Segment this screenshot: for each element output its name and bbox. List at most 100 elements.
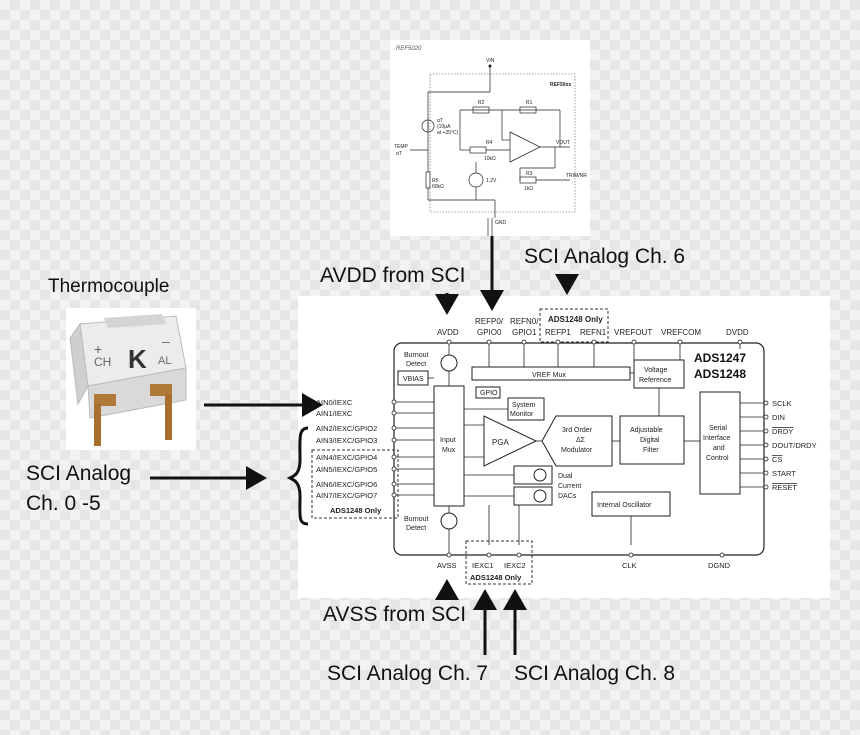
thermocouple-label: Thermocouple [48,276,170,297]
ref-temp-label: TEMP [394,144,409,150]
thermo-minus-marking: – [162,333,170,349]
serial-line3: and [713,445,725,452]
avss-from-sci-label: AVSS from SCI [323,603,467,626]
pin-refn0-a: REFN0/ [510,317,539,326]
vref-mux-block: VREF Mux [532,372,566,379]
ch0-5-bracket [286,426,309,526]
pin-cs: CS [772,455,782,464]
pin-avss: AVSS [437,561,456,570]
pin-clk: CLK [622,561,637,570]
ref-r5-value: 60kΩ [432,184,444,190]
ref-r2-label: R2 [478,100,485,106]
ref-gnd-label: GND [495,220,507,226]
pin-avdd: AVDD [437,328,459,337]
pin-vrefcom: VREFCOM [661,328,701,337]
ref-vin-label: VIN [486,58,495,64]
dac-line3: DACs [558,493,577,500]
filter-line1: Adjustable [630,427,663,434]
ref-block-label: REF50xx [550,82,571,88]
dac-line2: Current [558,483,581,490]
pin-top-ads1248-only: ADS1248 Only [548,315,603,324]
internal-oscillator-block: Internal Oscillator [597,502,652,509]
pin-refp0-b: GPIO0 [477,328,502,337]
pin-ain4: AIN4/IEXC/GPIO4 [316,453,377,462]
pin-refn0-b: GPIO1 [512,328,537,337]
pin-iexc1: IEXC1 [472,561,494,570]
ref-r3-value: 1kΩ [524,186,533,192]
pin-ain3: AIN3/IEXC/GPIO3 [316,436,377,445]
voltage-reference-line2: Reference [639,377,671,384]
sci-analog-ch6-label: SCI Analog Ch. 6 [524,245,686,268]
thermo-k-marking: K [128,344,147,374]
serial-line1: Serial [709,425,727,432]
system-monitor-line2: Monitor [510,411,534,418]
pga-block: PGA [492,438,510,447]
serial-line4: Control [706,455,729,462]
ref-r3-label: R3 [526,171,533,177]
thermo-al-marking: AL [158,355,171,367]
part-number-ads1247: ADS1247 [694,351,746,365]
pin-ain0: AIN0/IEXC [316,398,353,407]
part-number-ads1248: ADS1248 [694,367,746,381]
ref-r4-label: R4 [486,140,493,146]
pin-dout-drdy: DOUT/DRDY [772,441,817,450]
serial-line2: Interface [703,435,730,442]
filter-line2: Digital [640,437,660,444]
voltage-reference-line1: Voltage [644,367,667,374]
input-mux-line1: Input [440,437,456,444]
pin-sclk: SCLK [772,399,792,408]
pin-refn1: REFN1 [580,328,607,337]
dac-line1: Dual [558,473,573,480]
pin-din: DIN [772,413,785,422]
ref-trim-label: TRIM/NR [566,173,587,179]
thermo-ch-marking: CH [94,355,111,369]
avdd-from-sci-label: AVDD from SCI [320,264,466,287]
pin-refp0-a: REFP0/ [475,317,504,326]
ref-alpha-t-label: αT [396,151,402,157]
thermocouple-photo: CH + K AL – [66,308,196,450]
pin-ain5: AIN5/IEXC/GPIO5 [316,465,377,474]
ref-r5-label: R5 [432,178,439,184]
modulator-line1: 3rd Order [562,427,593,434]
ref-alpha-note3: at +25°C) [437,130,459,136]
bottom-ads1248-only: ADS1248 Only [470,573,522,582]
ref-vout-label: VOUT [556,140,570,146]
input-mux-line2: Mux [442,447,456,454]
gpio-block: GPIO [480,390,498,397]
ref-alpha-note2: (10μA [437,124,451,130]
ref5020-schematic: REF5020 VIN REF50xx [390,40,590,236]
sci-analog-ch8-label: SCI Analog Ch. 8 [514,662,676,685]
burnout-bottom-line1: Burnout [404,516,429,523]
modulator-line2: ΔΣ [576,437,586,444]
pin-dgnd: DGND [708,561,731,570]
system-monitor-line1: System [512,402,536,409]
burnout-bottom-line2: Detect [406,525,426,532]
ref-1v2-label: 1.2V [486,178,497,184]
pin-dvdd: DVDD [726,328,749,337]
filter-line3: Filter [643,447,659,454]
sci-analog-ch0-5-label-line1: SCI Analog [26,462,132,485]
sci-analog-ch7-label: SCI Analog Ch. 7 [327,662,489,685]
pin-start: START [772,469,796,478]
ref-alpha-note1: αT [437,118,443,124]
modulator-line3: Modulator [561,447,593,454]
pin-drdy: DRDY [772,427,793,436]
ref-r1-label: R1 [526,100,533,106]
burnout-top-line1: Burnout [404,352,429,359]
pin-refp1: REFP1 [545,328,571,337]
pin-reset: RESET [772,483,797,492]
pin-ain6: AIN6/IEXC/GPIO6 [316,480,377,489]
pin-ain2: AIN2/IEXC/GPIO2 [316,424,377,433]
thermo-plus-marking: + [94,341,102,357]
pin-vrefout: VREFOUT [614,328,652,337]
vbias-block: VBIAS [403,376,424,383]
pin-iexc2: IEXC2 [504,561,526,570]
sci-analog-ch0-5-label-line2: Ch. 0 -5 [26,492,101,515]
pin-ain7: AIN7/IEXC/GPIO7 [316,491,377,500]
pin-ain1: AIN1/IEXC [316,409,353,418]
ref5020-title: REF5020 [396,46,422,52]
ads1248-block-diagram: AVDD REFP0/ GPIO0 REFN0/ GPIO1 ADS1248 O… [298,296,830,598]
left-ads1248-only: ADS1248 Only [330,506,382,515]
ref-r4-value: 10kΩ [484,156,496,162]
